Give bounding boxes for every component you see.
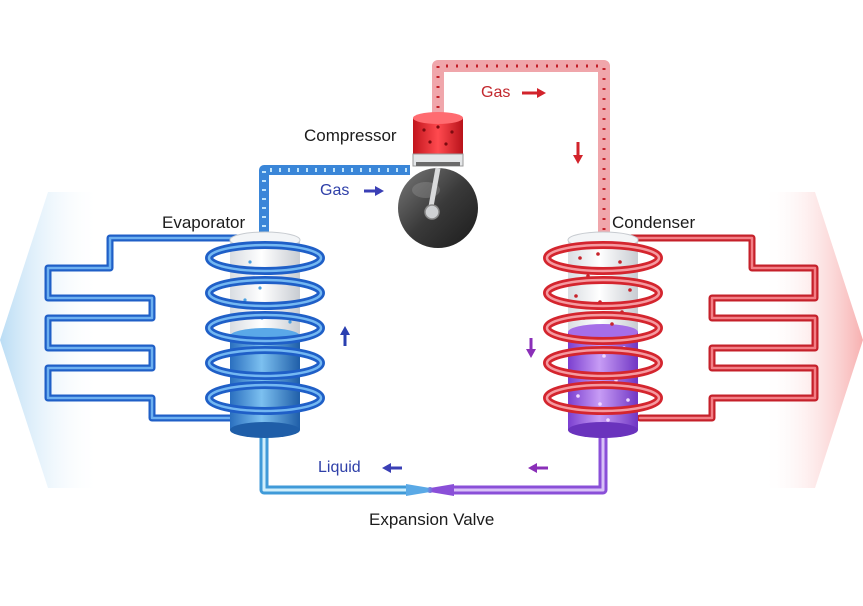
flow-arrow-gas-left: [364, 186, 384, 196]
flow-arrow-liquid: [382, 463, 402, 473]
expansion-valve: [406, 484, 454, 496]
condenser-coil: [543, 241, 663, 415]
flow-arrow-down-right-pipe: [573, 142, 583, 164]
gas-label-low: Gas: [320, 182, 350, 199]
liquid-label: Liquid: [318, 459, 361, 476]
evaporator-fins: [44, 234, 266, 422]
flow-arrow-bottom-right: [528, 463, 548, 473]
flow-arrow-gas-top: [522, 88, 546, 98]
liquid-line: [259, 430, 608, 495]
evaporator-coil: [205, 241, 325, 415]
gas-label-high: Gas: [481, 84, 511, 101]
gas-pipe-high: [432, 60, 610, 236]
condenser-fins: [594, 234, 819, 422]
flow-arrow-up-evaporator: [340, 326, 350, 346]
evaporator-label: Evaporator: [162, 213, 246, 232]
compressor-label: Compressor: [304, 126, 397, 145]
gas-pipe-low: [259, 165, 410, 236]
expansion-valve-label: Expansion Valve: [369, 510, 495, 529]
flow-arrow-down-condenser: [526, 338, 536, 358]
condenser-label: Condenser: [612, 213, 696, 232]
compressor: [398, 112, 478, 248]
